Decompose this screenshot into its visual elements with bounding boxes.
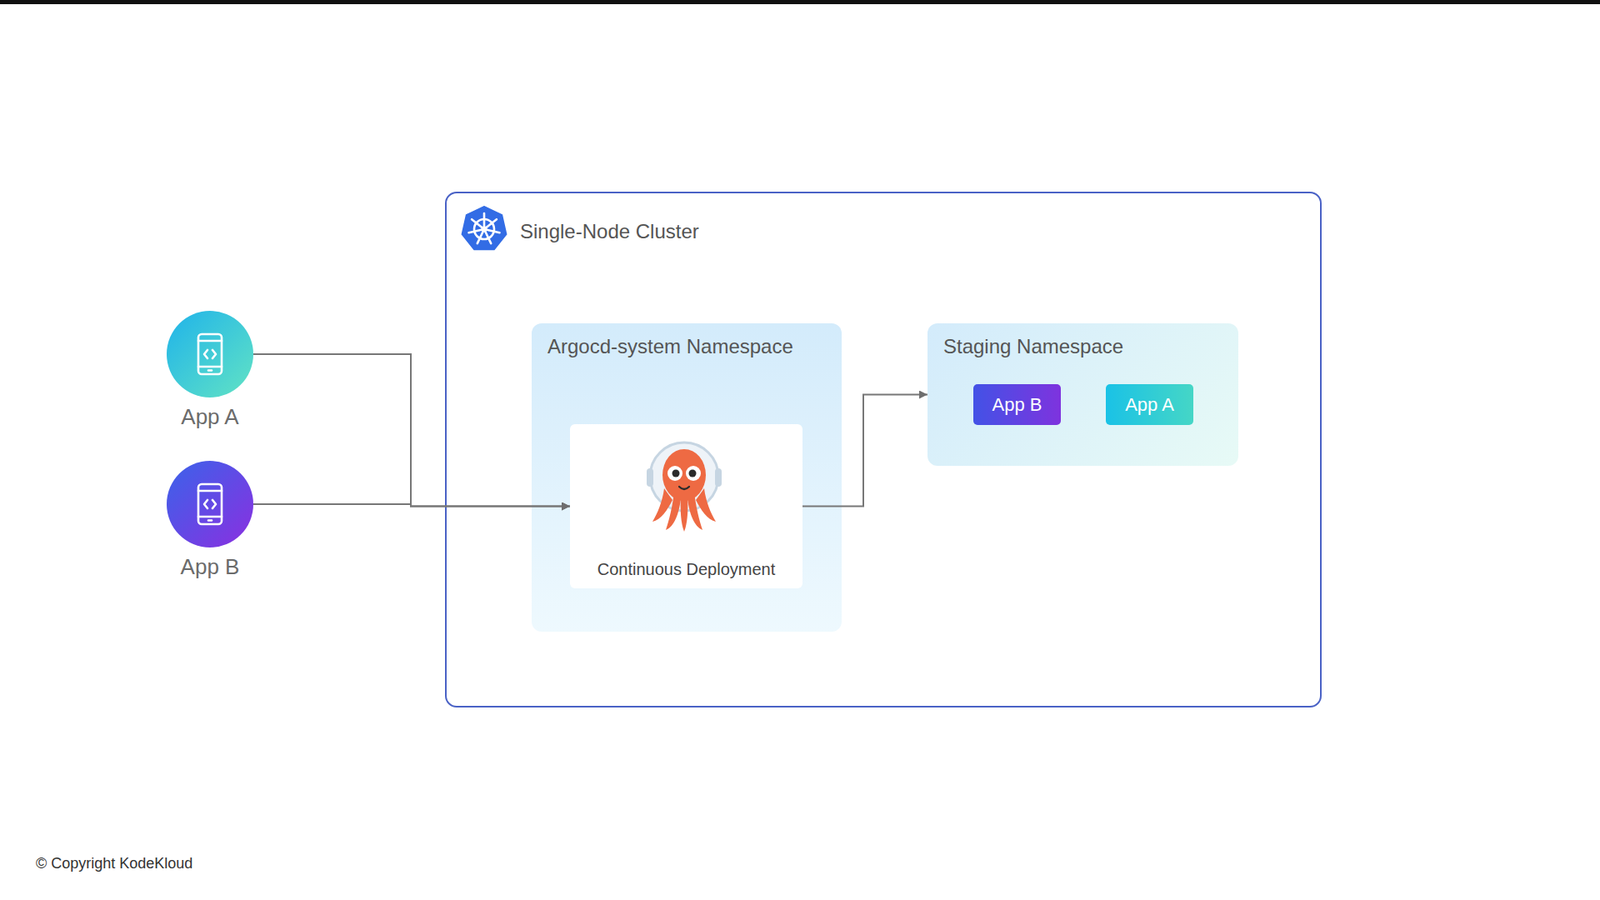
app-circle: App A	[166, 310, 254, 398]
flow-arrow	[802, 395, 928, 507]
node-text: App A	[1105, 384, 1194, 425]
phone-icon	[198, 334, 222, 375]
node-text: Single-Node Cluster	[520, 220, 700, 244]
node-text: Staging Namespace	[943, 335, 1124, 359]
connector-layer	[253, 354, 928, 507]
node-text: App A	[126, 404, 294, 430]
kubernetes-icon	[460, 205, 509, 251]
cluster-box: Single-Node ClusterArgocd-system Namespa…	[445, 191, 1322, 708]
namespace-box: Argocd-system NamespaceContinuous Deploy…	[531, 323, 842, 632]
argo-octopus	[646, 442, 722, 532]
process-box: Continuous Deployment	[570, 424, 803, 589]
namespace-box: Staging NamespaceApp B App A	[927, 323, 1239, 466]
app-circle: App B	[166, 460, 254, 548]
flow-arrow	[253, 354, 570, 507]
flow-arrow	[253, 504, 570, 507]
node-text: App B	[973, 384, 1061, 425]
node-text: Argocd-system Namespace	[547, 335, 794, 359]
app-pill: App B	[973, 384, 1061, 425]
app-pill: App A	[1105, 384, 1194, 425]
node-text: App B	[126, 554, 294, 580]
node-text: Continuous Deployment	[570, 560, 803, 580]
copyright-note: © Copyright KodeKloud	[35, 855, 193, 873]
phone-icon	[198, 484, 222, 525]
top-bar	[0, 0, 1600, 5]
